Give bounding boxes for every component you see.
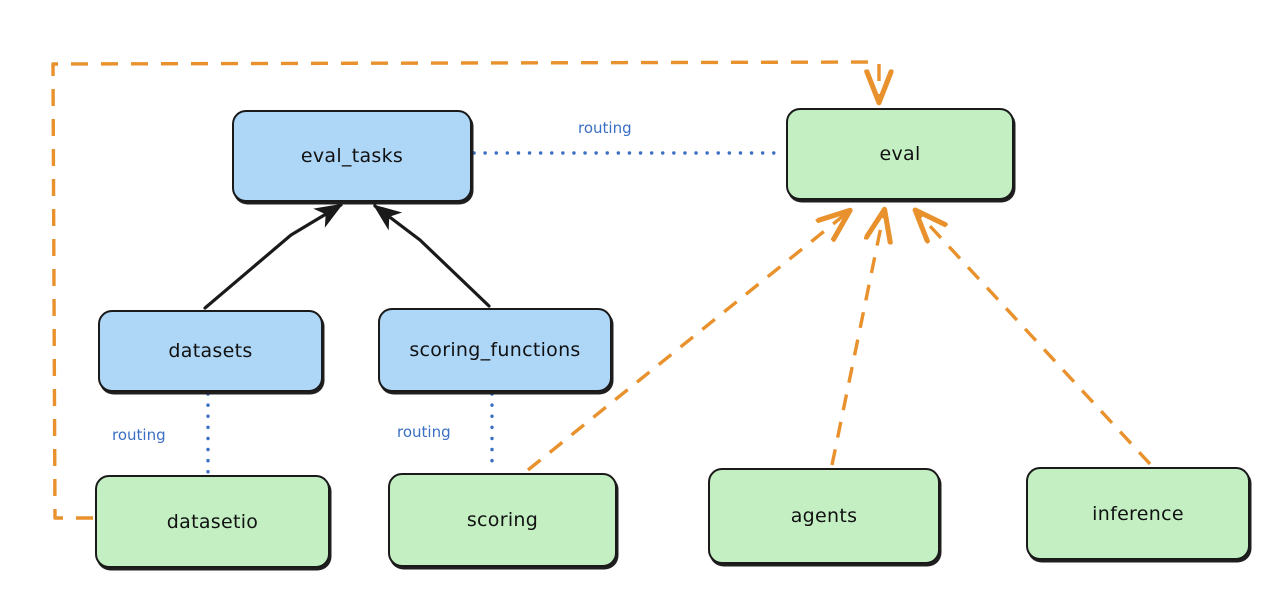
node-label-scoring-functions: scoring_functions	[409, 339, 581, 361]
edge-label-routing-eval: routing	[578, 119, 632, 137]
edge-agents-to-eval	[830, 212, 884, 466]
node-eval[interactable]: eval	[786, 108, 1014, 200]
edge-label-routing-datasets: routing	[112, 426, 166, 444]
node-label-datasets: datasets	[168, 340, 253, 362]
node-scoring[interactable]: scoring	[388, 473, 617, 567]
node-label-inference: inference	[1092, 502, 1184, 525]
node-datasets[interactable]: datasets	[98, 310, 323, 392]
node-scoring-functions[interactable]: scoring_functions	[378, 308, 612, 392]
node-datasetio[interactable]: datasetio	[95, 475, 330, 568]
node-label-eval: eval	[879, 143, 921, 165]
edge-scoring-functions-to-eval-tasks	[372, 204, 491, 308]
edge-inference-to-eval	[917, 212, 1152, 466]
node-agents[interactable]: agents	[708, 468, 940, 564]
node-inference[interactable]: inference	[1026, 467, 1250, 560]
node-label-eval-tasks: eval_tasks	[300, 145, 404, 167]
edge-label-routing-scoring: routing	[397, 423, 451, 441]
edge-datasets-to-eval-tasks	[203, 203, 344, 310]
node-eval-tasks[interactable]: eval_tasks	[232, 110, 472, 202]
node-label-datasetio: datasetio	[166, 510, 259, 533]
node-label-agents: agents	[790, 505, 858, 527]
node-label-scoring: scoring	[466, 509, 539, 531]
